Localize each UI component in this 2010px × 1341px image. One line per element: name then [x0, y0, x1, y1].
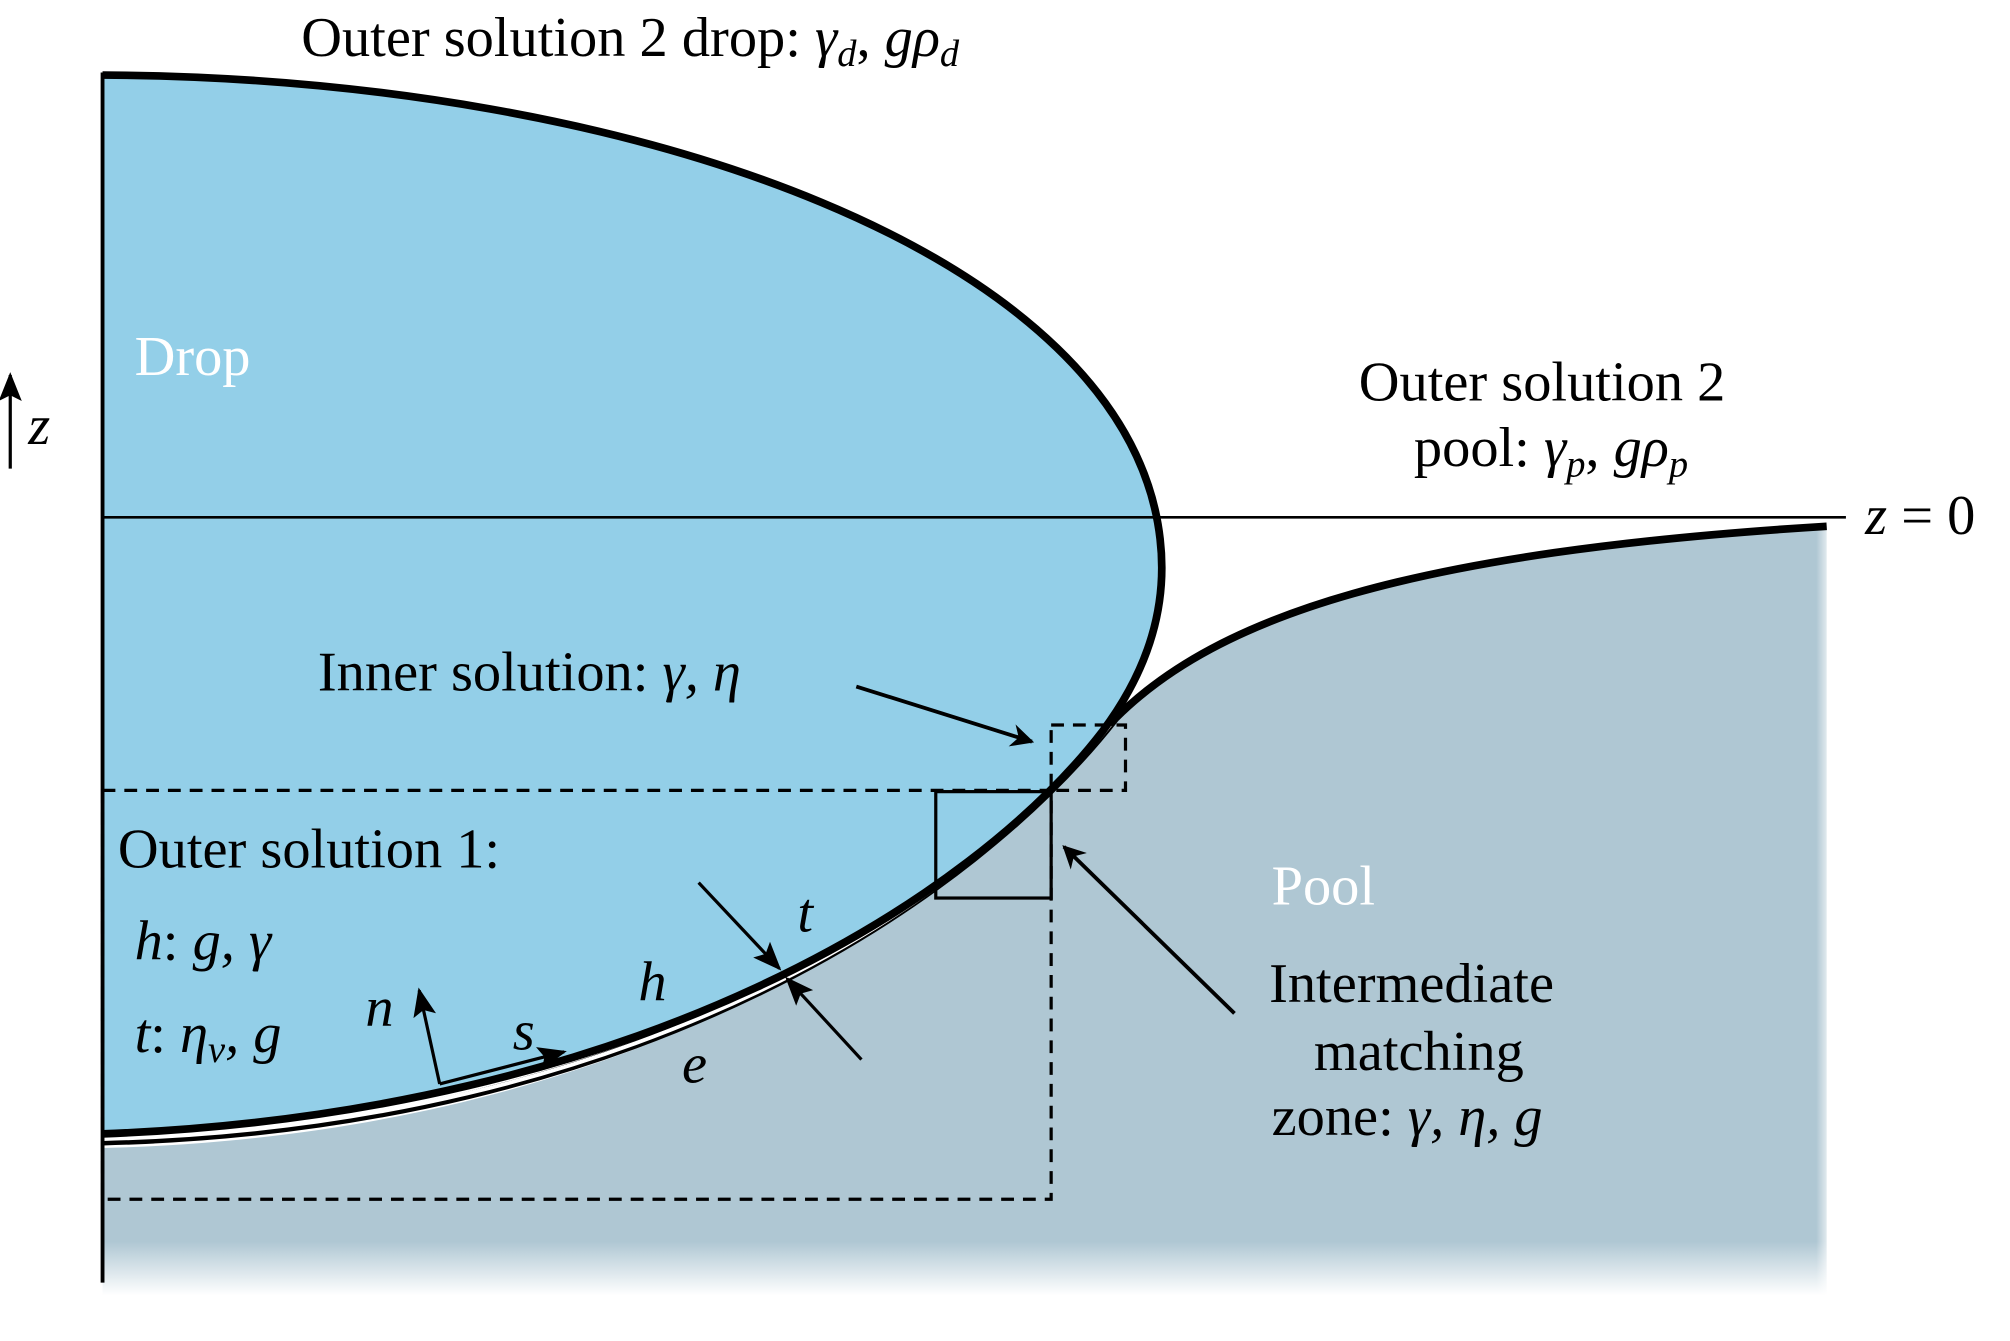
intermediate-zone-box [934, 790, 1053, 900]
z-axis-label: z [27, 395, 50, 457]
outer-solution-1-t: t: ηv, g [135, 1003, 282, 1071]
outer-solution-1-h: h: g, γ [135, 911, 273, 973]
intermediate-label-line2: matching [1314, 1021, 1524, 1083]
h-label: h [638, 952, 666, 1014]
e-label: e [682, 1034, 707, 1096]
pool-label: Pool [1272, 855, 1375, 917]
intermediate-label-line3: zone: γ, η, g [1272, 1086, 1543, 1148]
pool-fade [1410, 513, 1834, 1309]
outer-solution-2-pool-label-line1: Outer solution 2 [1359, 352, 1726, 414]
outer-solution-1-title: Outer solution 1: [118, 818, 500, 880]
s-axis-arrow [439, 1047, 567, 1086]
t-label: t [797, 882, 814, 944]
drop-label: Drop [135, 326, 251, 388]
inner-arrow [855, 684, 1035, 747]
drop-region [102, 75, 1162, 1134]
outer-solution-1-box [100, 788, 1053, 1201]
t-arrow-lower [785, 976, 863, 1061]
n-axis-arrow [413, 987, 442, 1085]
inner-solution-label: Inner solution: γ, η [318, 641, 741, 703]
n-label: n [365, 977, 393, 1039]
pool-region [102, 526, 1827, 1296]
intermediate-label-line1: Intermediate [1269, 953, 1554, 1015]
inner-solution-box [1049, 723, 1128, 792]
outer-solution-2-drop-label: Outer solution 2 drop: γd, gρd [301, 7, 960, 75]
z-zero-label: z = 0 [1864, 485, 1975, 547]
t-arrow-upper [697, 881, 782, 971]
drop-outline [102, 71, 1166, 1138]
intermediate-arrow [1062, 845, 1236, 1015]
s-label: s [513, 1000, 535, 1062]
outer-solution-2-pool-label-line2: pool: γp, gρp [1414, 417, 1688, 485]
